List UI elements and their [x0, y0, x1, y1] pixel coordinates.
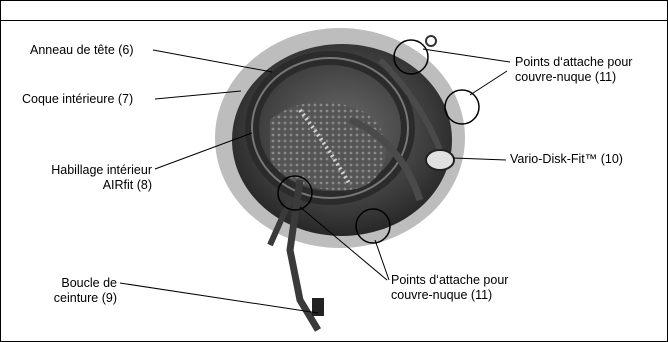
- label-buckle-line2: ceinture (9): [20, 291, 117, 306]
- label-buckle-line1: Boucle de: [20, 276, 117, 291]
- label-airfit: Habillage intérieur AIRfit (8): [20, 163, 152, 193]
- label-attach-bottom: Points d‘attache pour couvre-nuque (11): [391, 273, 508, 303]
- vario-disk: [426, 150, 454, 170]
- label-attach-bottom-line1: Points d‘attache pour: [391, 273, 508, 288]
- label-attach-bottom-line2: couvre-nuque (11): [391, 288, 508, 303]
- label-vario: Vario-Disk-Fit™ (10): [510, 152, 623, 167]
- label-attach-top: Points d‘attache pour couvre-nuque (11): [515, 55, 632, 85]
- belt-buckle: [312, 298, 324, 316]
- label-head-ring: Anneau de tête (6): [30, 43, 134, 58]
- label-airfit-line2: AIRfit (8): [20, 178, 152, 193]
- label-airfit-line1: Habillage intérieur: [20, 163, 152, 178]
- label-inner-shell: Coque intérieure (7): [22, 92, 133, 107]
- label-buckle: Boucle de ceinture (9): [20, 276, 117, 306]
- label-attach-top-line1: Points d‘attache pour: [515, 55, 632, 70]
- label-attach-top-line2: couvre-nuque (11): [515, 70, 632, 85]
